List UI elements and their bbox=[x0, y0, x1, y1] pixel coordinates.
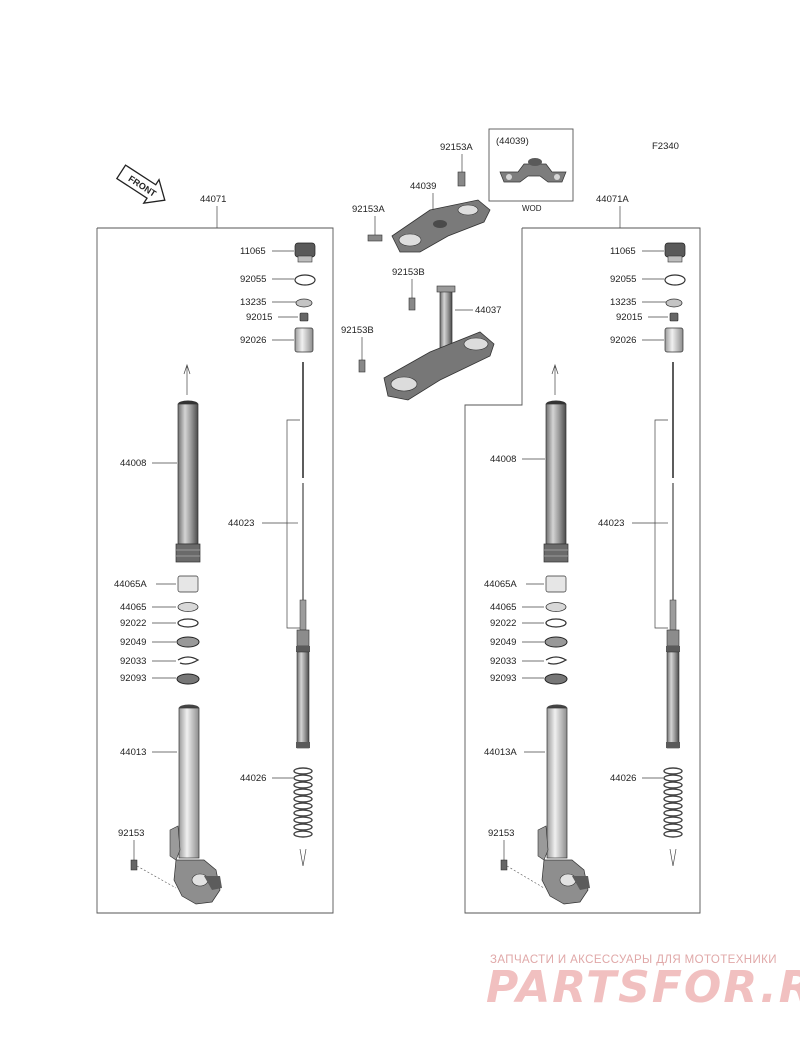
right-label-92055: 92055 bbox=[610, 274, 636, 285]
label-92153a-left: 92153A bbox=[352, 204, 385, 215]
steering-stem-group: 92153B 44037 92153B bbox=[341, 267, 501, 401]
left-label-92049: 92049 bbox=[120, 637, 146, 648]
inset-ref: (44039) bbox=[496, 136, 529, 147]
right-label-44008: 44008 bbox=[490, 454, 516, 465]
left-collar-icon bbox=[294, 327, 314, 353]
left-cap-bolt-icon bbox=[294, 242, 316, 263]
left-assembly-label: 44071 bbox=[200, 194, 226, 205]
left-circlip-icon bbox=[177, 656, 200, 665]
left-label-44065a: 44065A bbox=[114, 579, 147, 590]
lower-bolt-top-icon bbox=[408, 297, 416, 311]
label-44039: 44039 bbox=[410, 181, 436, 192]
left-label-44023: 44023 bbox=[228, 518, 254, 529]
right-label-92153: 92153 bbox=[488, 828, 514, 839]
left-spring-icon bbox=[293, 767, 313, 838]
left-dust-seal-icon bbox=[176, 673, 200, 685]
left-oil-seal-icon bbox=[176, 636, 200, 648]
label-92153a-top: 92153A bbox=[440, 142, 473, 153]
left-washer-seal-icon bbox=[177, 618, 199, 628]
right-outer-tube-icon bbox=[537, 704, 590, 905]
right-label-44013a: 44013A bbox=[484, 747, 517, 758]
left-label-44065: 44065 bbox=[120, 602, 146, 613]
right-label-13235: 13235 bbox=[610, 297, 636, 308]
right-label-92026: 92026 bbox=[610, 335, 636, 346]
left-label-92026: 92026 bbox=[240, 335, 266, 346]
left-label-92015: 92015 bbox=[246, 312, 272, 323]
right-label-92033: 92033 bbox=[490, 656, 516, 667]
right-label-11065: 11065 bbox=[610, 246, 636, 257]
right-label-92022: 92022 bbox=[490, 618, 516, 629]
left-label-44008: 44008 bbox=[120, 458, 146, 469]
right-dust-seal-icon bbox=[544, 673, 568, 685]
upper-bracket-group: 92153A 44039 92153A bbox=[352, 142, 491, 253]
label-92153b-left: 92153B bbox=[341, 325, 374, 336]
left-o-ring-icon bbox=[294, 274, 316, 286]
left-label-92153: 92153 bbox=[118, 828, 144, 839]
left-bolt-icon bbox=[130, 859, 177, 889]
right-nut-icon bbox=[669, 312, 679, 322]
right-assembly-label: 44071A bbox=[596, 194, 629, 205]
left-outer-tube-icon bbox=[169, 704, 222, 905]
right-o-ring-icon bbox=[664, 274, 686, 286]
watermark-tagline: ЗАПЧАСТИ И АКСЕССУАРЫ ДЛЯ МОТОТЕХНИКИ bbox=[490, 954, 777, 966]
left-inner-tube-icon bbox=[175, 400, 201, 563]
label-92153b-top: 92153B bbox=[392, 267, 425, 278]
inset-bracket-icon bbox=[499, 158, 567, 183]
right-label-92049: 92049 bbox=[490, 637, 516, 648]
left-nut-icon bbox=[299, 312, 309, 322]
right-washer-icon bbox=[665, 298, 683, 308]
left-label-44026: 44026 bbox=[240, 773, 266, 784]
right-bushing-a-icon bbox=[545, 575, 567, 593]
left-label-13235: 13235 bbox=[240, 297, 266, 308]
left-bushing-icon bbox=[177, 602, 199, 612]
right-label-92015: 92015 bbox=[616, 312, 642, 323]
upper-bracket-icon bbox=[391, 199, 491, 253]
right-cap-bolt-icon bbox=[664, 242, 686, 263]
watermark-brand: PARTSFOR.RU bbox=[486, 962, 800, 1013]
right-bushing-icon bbox=[545, 602, 567, 612]
right-fork: 44071A 11065 92055 13235 92015 92026 440… bbox=[464, 194, 701, 914]
watermark: ЗАПЧАСТИ И АКСЕССУАРЫ ДЛЯ МОТОТЕХНИКИ PA… bbox=[486, 954, 800, 1013]
right-label-92093: 92093 bbox=[490, 673, 516, 684]
right-oil-seal-icon bbox=[544, 636, 568, 648]
left-label-11065: 11065 bbox=[240, 246, 266, 257]
right-washer-seal-icon bbox=[545, 618, 567, 628]
right-collar-icon bbox=[664, 327, 684, 353]
left-fork: 44071 11065 92055 13235 92015 92026 4400… bbox=[96, 194, 334, 914]
right-label-44065: 44065 bbox=[490, 602, 516, 613]
right-label-44026: 44026 bbox=[610, 773, 636, 784]
front-arrow-icon: FRONT bbox=[115, 164, 166, 205]
left-bushing-a-icon bbox=[177, 575, 199, 593]
right-spring-icon bbox=[663, 767, 683, 838]
right-cylinder-icon bbox=[666, 362, 680, 749]
right-label-44065a: 44065A bbox=[484, 579, 517, 590]
right-circlip-icon bbox=[545, 656, 568, 665]
clamp-bolt-left-icon bbox=[367, 234, 383, 242]
left-label-92055: 92055 bbox=[240, 274, 266, 285]
right-inner-tube-icon bbox=[543, 400, 569, 563]
inset-box: (44039) WOD bbox=[488, 128, 574, 213]
left-washer-icon bbox=[295, 298, 313, 308]
right-label-44023: 44023 bbox=[598, 518, 624, 529]
label-44037: 44037 bbox=[475, 305, 501, 316]
inset-caption: WOD bbox=[522, 204, 542, 213]
left-label-44013: 44013 bbox=[120, 747, 146, 758]
clamp-bolt-top-icon bbox=[457, 171, 466, 187]
figure-code: F2340 bbox=[652, 141, 679, 152]
steering-stem-icon bbox=[383, 285, 495, 401]
lower-bolt-left-icon bbox=[358, 359, 366, 373]
left-label-92093: 92093 bbox=[120, 673, 146, 684]
left-label-92022: 92022 bbox=[120, 618, 146, 629]
left-label-92033: 92033 bbox=[120, 656, 146, 667]
right-bolt-icon bbox=[500, 859, 545, 889]
left-cylinder-icon bbox=[296, 362, 310, 749]
